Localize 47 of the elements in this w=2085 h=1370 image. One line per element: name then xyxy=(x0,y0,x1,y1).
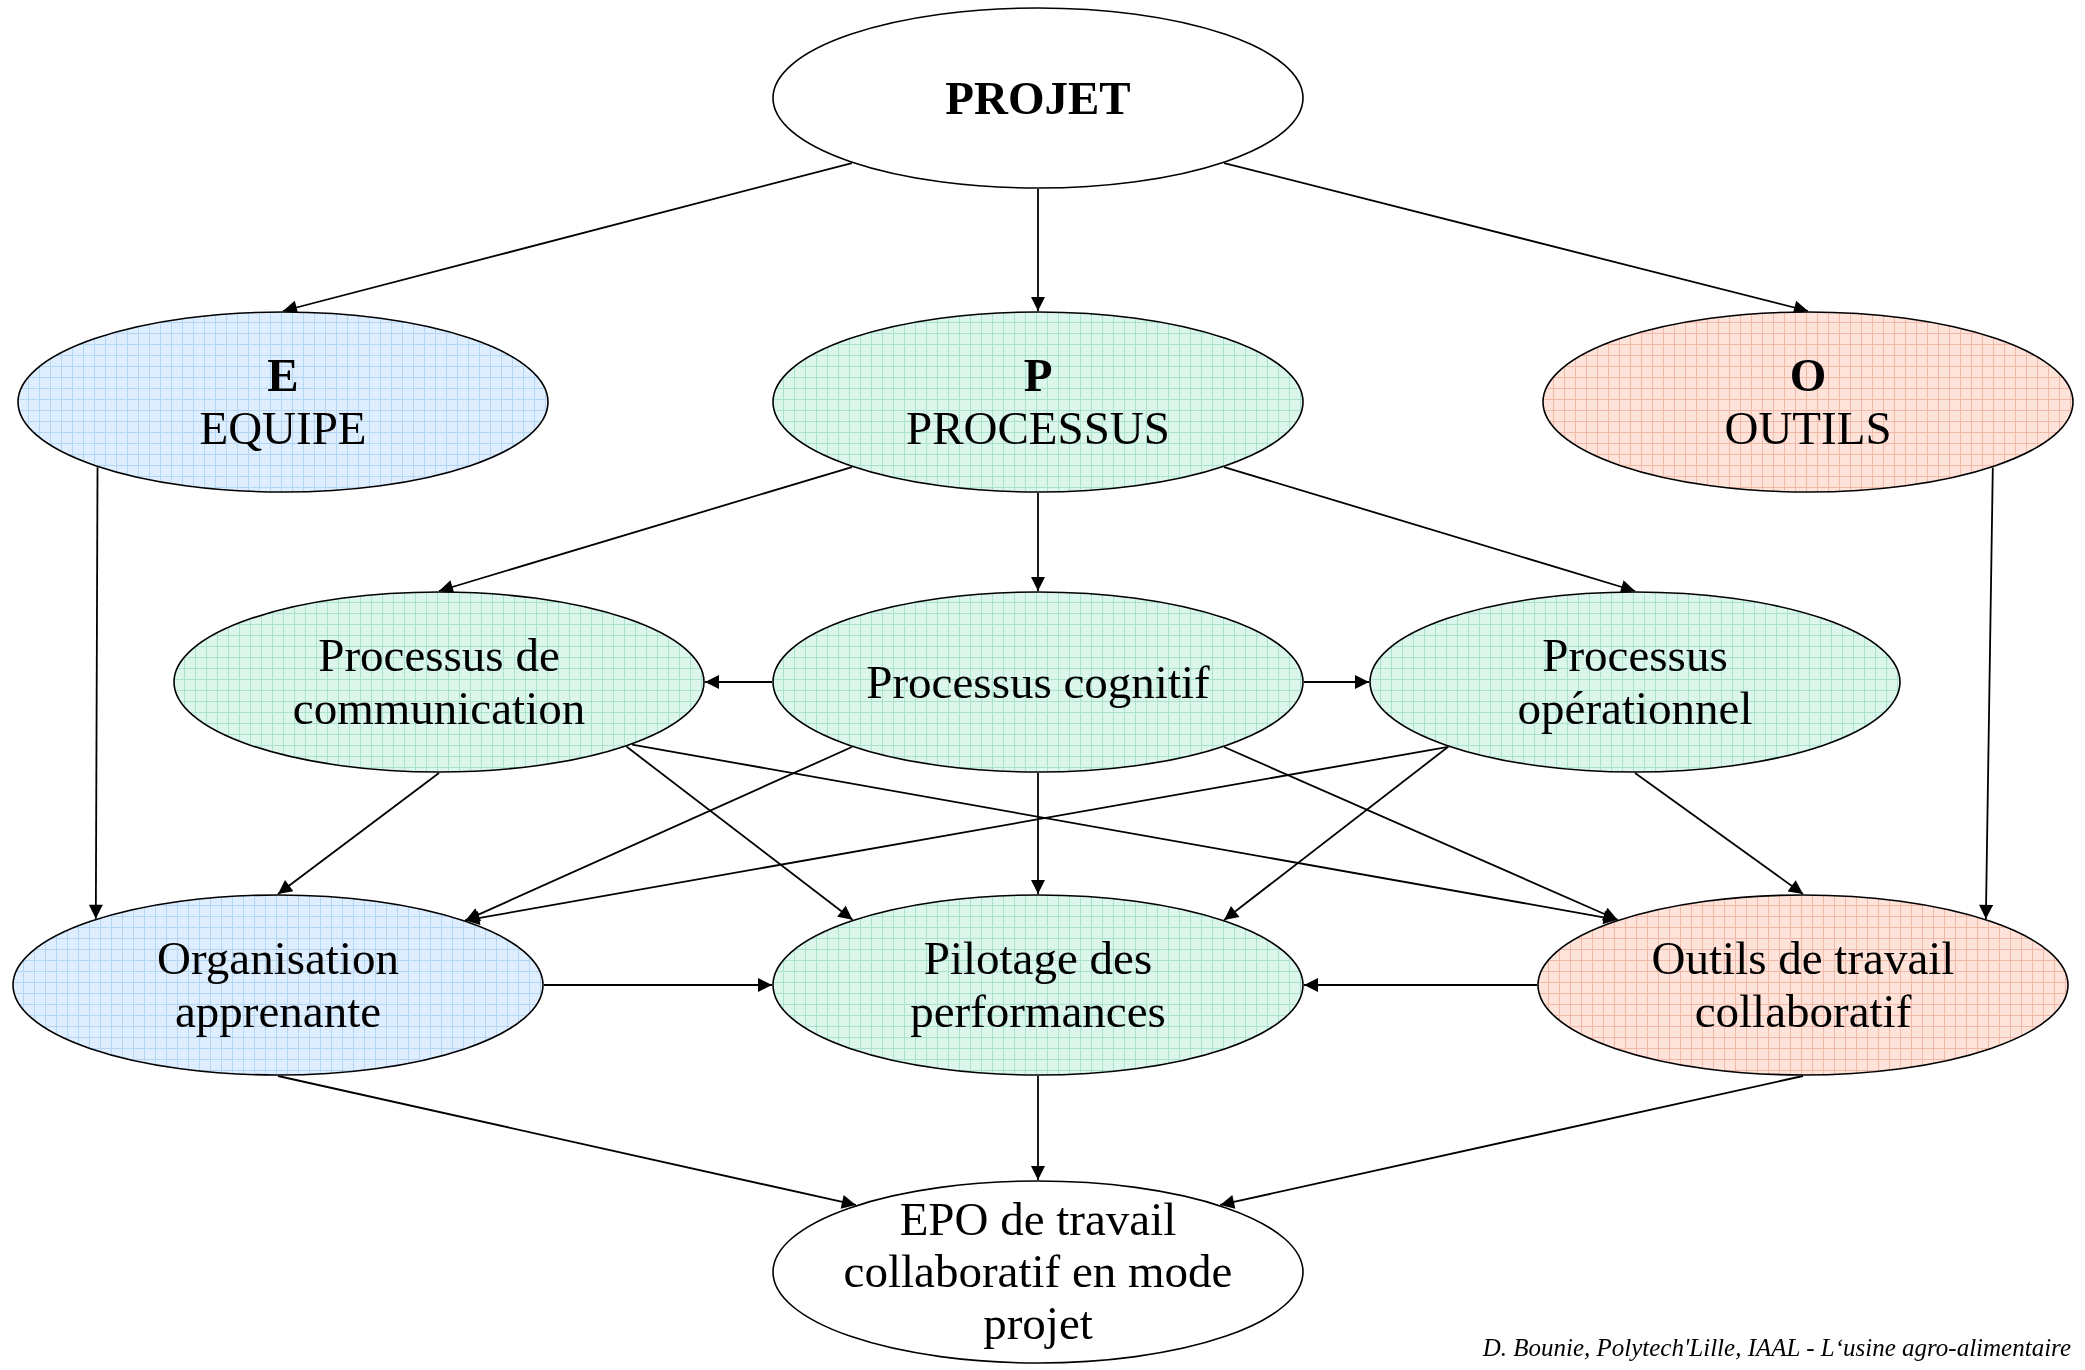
arrow xyxy=(1223,745,1450,921)
node-label: EPO de travail collaboratif en mode projet xyxy=(842,1194,1234,1350)
arrow xyxy=(625,745,854,921)
arrow xyxy=(1031,1075,1045,1181)
project-ellipse xyxy=(772,7,1304,189)
node-heading: O xyxy=(1789,349,1827,402)
arrow xyxy=(1303,978,1538,992)
arrow xyxy=(1634,772,1804,895)
credit-note: D. Bounie, Polytech'Lille, IAAL - L‘usine agro-alimentaire xyxy=(1482,1334,2071,1362)
node-label: Outils de travail collaboratif xyxy=(1650,932,1956,1038)
node-heading: P xyxy=(1023,349,1053,402)
node-label: OUTILS xyxy=(1724,402,1892,455)
arrow xyxy=(438,466,853,594)
arrow xyxy=(88,466,103,920)
arrow xyxy=(277,772,440,895)
process-ellipse xyxy=(173,591,705,773)
arrow xyxy=(1219,1075,1804,1209)
tools-ellipse xyxy=(1542,311,2074,493)
process-ellipse xyxy=(772,311,1304,493)
node-heading: E xyxy=(267,349,299,402)
node-label: Processus de communication xyxy=(291,629,587,735)
node-label: EQUIPE xyxy=(199,402,367,455)
arrow xyxy=(1031,188,1045,312)
result-ellipse xyxy=(772,1180,1304,1364)
arrow xyxy=(543,978,773,992)
outcome-ellipse xyxy=(772,894,1304,1076)
arrow xyxy=(277,1075,857,1209)
arrow xyxy=(464,745,1450,925)
node-heading: PROJET xyxy=(945,71,1131,125)
arrow xyxy=(1031,772,1045,895)
arrow xyxy=(1031,492,1045,592)
arrow xyxy=(1223,746,1619,921)
outcome-ellipse xyxy=(12,894,544,1076)
node-label: Processus cognitif xyxy=(866,655,1210,709)
outcome-ellipse xyxy=(1537,894,2069,1076)
process-ellipse xyxy=(772,591,1304,773)
node-label: Pilotage des performances xyxy=(909,932,1167,1038)
arrow xyxy=(704,675,773,689)
team-ellipse xyxy=(17,311,549,493)
node-label: Organisation apprenante xyxy=(156,932,400,1038)
arrow xyxy=(1979,466,1994,920)
arrow xyxy=(1303,675,1370,689)
node-label: Processus opérationnel xyxy=(1516,629,1754,735)
arrow xyxy=(1223,466,1636,594)
process-ellipse xyxy=(1369,591,1901,773)
node-label: PROCESSUS xyxy=(906,402,1170,455)
arrow xyxy=(464,746,853,922)
